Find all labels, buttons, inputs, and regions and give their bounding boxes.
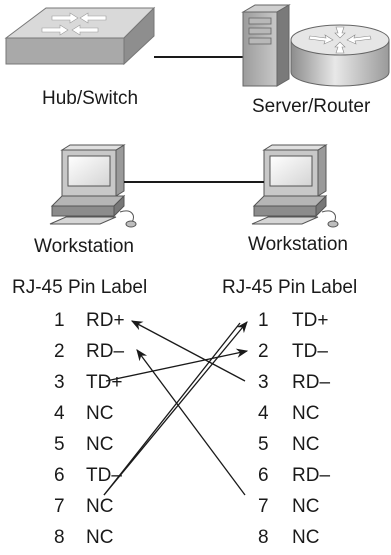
right-pin-number: 7 <box>258 496 269 517</box>
router-icon <box>290 24 390 87</box>
right-pin-number: 6 <box>258 465 269 486</box>
hub-switch-label: Hub/Switch <box>42 88 139 109</box>
left-pin-number: 6 <box>54 465 65 486</box>
left-pin-number: 1 <box>54 310 65 331</box>
left-pin-label: TD+ <box>86 372 123 393</box>
right-pin-label: TD– <box>292 341 328 362</box>
right-pin-header: RJ-45 Pin Label <box>222 277 358 298</box>
left-pin-label: RD+ <box>86 310 125 331</box>
server-icon <box>241 4 291 87</box>
right-pin-label: NC <box>292 527 320 548</box>
wire-left6-to-right1 <box>103 321 248 496</box>
left-pin-label: NC <box>86 527 114 548</box>
right-pin-number: 3 <box>258 372 269 393</box>
right-pin-label: NC <box>292 403 320 424</box>
right-pin-label: RD– <box>292 465 331 486</box>
workstation-left-icon <box>49 144 137 228</box>
right-pin-number: 1 <box>258 310 269 331</box>
wire-right1-left6 <box>103 322 241 496</box>
right-pin-number: 8 <box>258 527 269 548</box>
left-pin-label: NC <box>86 434 114 455</box>
server-router-label: Server/Router <box>252 96 371 117</box>
right-pin-number: 2 <box>258 341 269 362</box>
right-pin-number: 5 <box>258 434 269 455</box>
left-pin-header: RJ-45 Pin Label <box>12 277 148 298</box>
wire-right3-to-left1 <box>130 320 246 382</box>
left-pin-number: 7 <box>54 496 65 517</box>
left-pin-label: NC <box>86 496 114 517</box>
left-pin-number: 5 <box>54 434 65 455</box>
left-pin-label: TD– <box>86 465 122 486</box>
left-pin-number: 2 <box>54 341 65 362</box>
right-pin-number: 4 <box>258 403 269 424</box>
right-pin-label: RD– <box>292 372 331 393</box>
left-pin-number: 4 <box>54 403 65 424</box>
right-pin-label: NC <box>292 496 320 517</box>
workstation-right-label: Workstation <box>248 234 348 255</box>
workstation-left-label: Workstation <box>34 236 134 257</box>
left-pin-label: RD– <box>86 341 125 362</box>
left-pin-number: 3 <box>54 372 65 393</box>
left-pin-number: 8 <box>54 527 65 548</box>
workstation-right-icon <box>251 144 339 228</box>
right-pin-label: TD+ <box>292 310 329 331</box>
right-pin-label: NC <box>292 434 320 455</box>
wire-right6-to-left2 <box>136 349 246 496</box>
hub-switch-icon <box>4 6 156 66</box>
left-pin-label: NC <box>86 403 114 424</box>
wire-left3-to-right2 <box>105 348 249 382</box>
